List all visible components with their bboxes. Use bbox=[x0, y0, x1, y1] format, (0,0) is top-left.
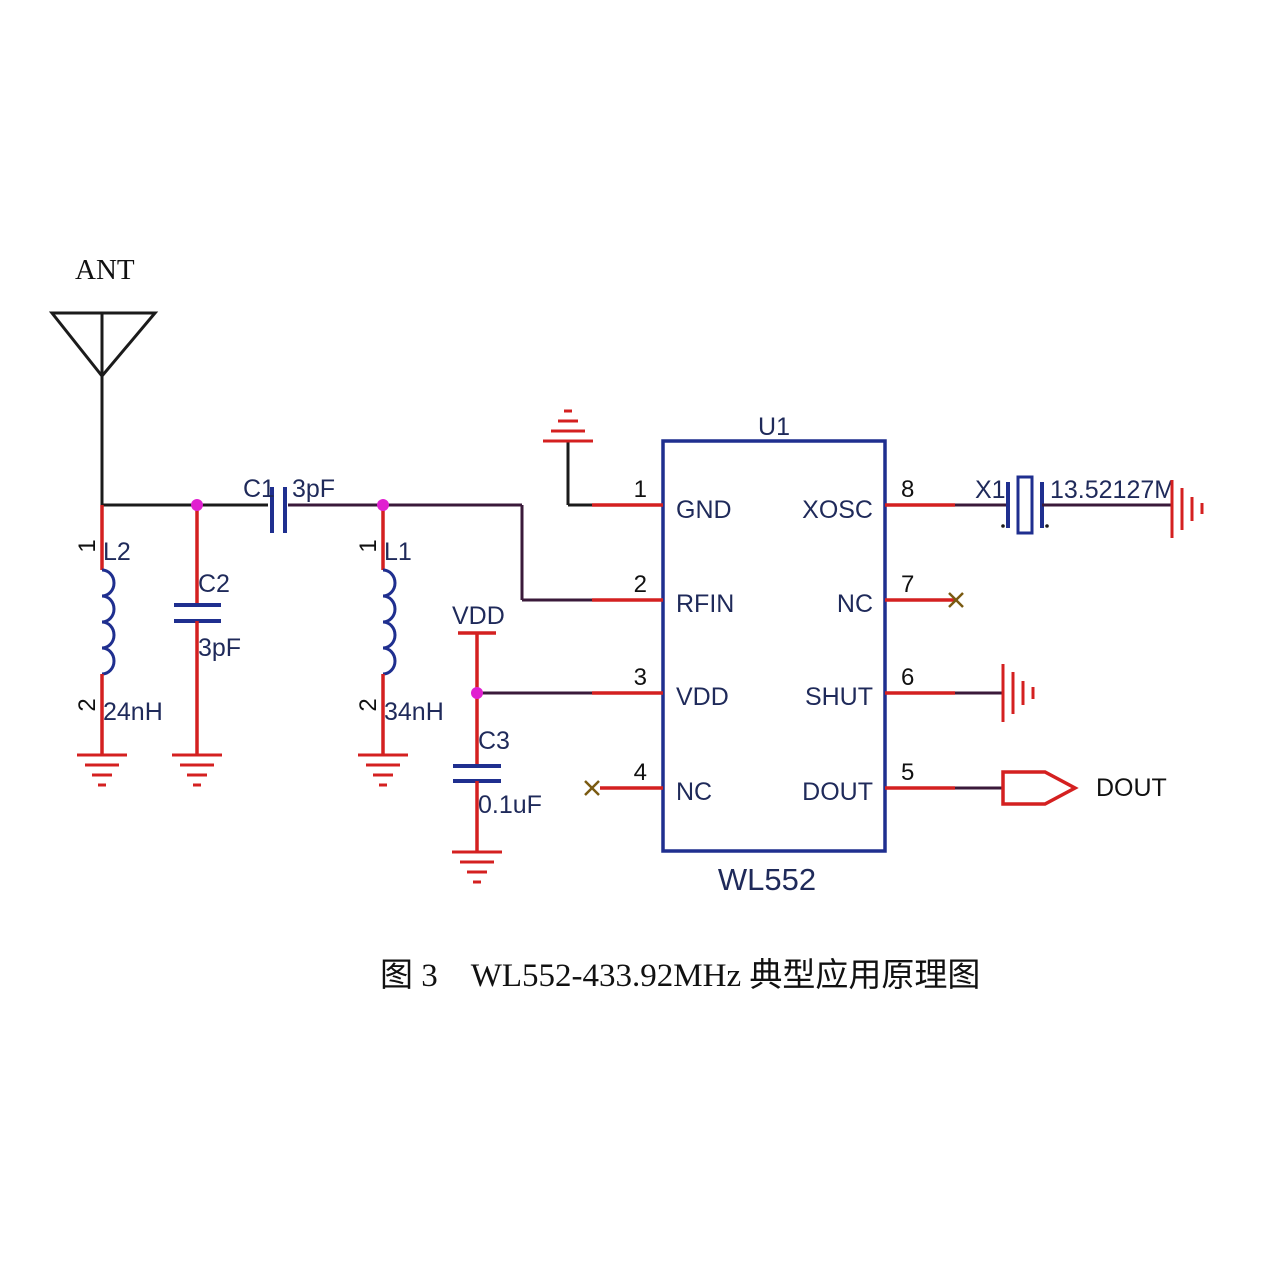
vdd-supply: VDD bbox=[452, 602, 505, 766]
inductor-l1: L1 34nH 1 2 bbox=[355, 505, 444, 755]
crystal-x1: X1 13.52127M bbox=[955, 475, 1175, 535]
pin-number: 3 bbox=[634, 664, 647, 691]
rf-input-wires bbox=[102, 503, 592, 602]
no-connect-marker bbox=[584, 780, 600, 796]
c3-ref: C3 bbox=[478, 727, 510, 755]
c3-value: 0.1uF bbox=[478, 791, 542, 819]
ground-symbol bbox=[172, 753, 222, 787]
capacitor-c3: C3 0.1uF bbox=[453, 727, 542, 852]
vdd-label: VDD bbox=[452, 602, 505, 630]
pin-number: 7 bbox=[901, 571, 914, 598]
ground-symbol bbox=[452, 850, 502, 884]
ic-u1: U1 WL552 1 2 3 4 GND RFIN VDD NC 8 7 6 5… bbox=[592, 413, 955, 897]
pin-name: NC bbox=[837, 590, 873, 618]
ground-symbol bbox=[358, 753, 408, 787]
no-connect-marker bbox=[948, 592, 964, 608]
capacitor-c1: C1 3pF bbox=[243, 475, 335, 533]
chip-ref: U1 bbox=[758, 413, 790, 441]
ground-symbol bbox=[1170, 480, 1204, 538]
junction-dot bbox=[191, 499, 203, 511]
ground-symbol bbox=[77, 753, 127, 787]
c2-value: 3pF bbox=[198, 634, 241, 662]
l1-value: 34nH bbox=[384, 698, 444, 726]
ground-symbol bbox=[955, 664, 1035, 722]
pin-name: NC bbox=[676, 778, 712, 806]
x1-ref: X1 bbox=[975, 476, 1006, 504]
capacitor-c2: C2 3pF bbox=[174, 505, 241, 755]
c2-ref: C2 bbox=[198, 570, 230, 598]
pin-name: SHUT bbox=[805, 683, 873, 711]
pin-number: 4 bbox=[634, 759, 647, 786]
l2-value: 24nH bbox=[103, 698, 163, 726]
pin-number: 8 bbox=[901, 476, 914, 503]
figure-caption: 图 3 WL552-433.92MHz 典型应用原理图 bbox=[380, 957, 980, 994]
pin-number: 5 bbox=[901, 759, 914, 786]
inductor-l2: L2 24nH 1 2 bbox=[74, 505, 163, 755]
ground-symbol-top bbox=[543, 409, 593, 507]
pin-number: 2 bbox=[634, 571, 647, 598]
chip-part: WL552 bbox=[718, 862, 816, 897]
antenna-label: ANT bbox=[75, 254, 135, 286]
c1-ref: C1 bbox=[243, 475, 275, 503]
antenna-symbol: ANT bbox=[48, 254, 159, 505]
pin-name: XOSC bbox=[802, 496, 873, 524]
l1-ref: L1 bbox=[384, 538, 412, 566]
junction-dot bbox=[377, 499, 389, 511]
l2-ref: L2 bbox=[103, 538, 131, 566]
l2-pin2: 2 bbox=[74, 698, 101, 711]
pin-name: DOUT bbox=[802, 778, 873, 806]
l1-pin1: 1 bbox=[355, 539, 382, 552]
junction-dot bbox=[471, 687, 483, 699]
pin-name: VDD bbox=[676, 683, 729, 711]
x1-value: 13.52127M bbox=[1050, 476, 1175, 504]
pin-number: 6 bbox=[901, 664, 914, 691]
l1-pin2: 2 bbox=[355, 698, 382, 711]
dout-port: DOUT bbox=[955, 770, 1167, 806]
c1-value: 3pF bbox=[292, 475, 335, 503]
pin-name: RFIN bbox=[676, 590, 734, 618]
l2-pin1: 1 bbox=[74, 539, 101, 552]
dout-label: DOUT bbox=[1096, 774, 1167, 802]
pin-number: 1 bbox=[634, 476, 647, 503]
pin-name: GND bbox=[676, 496, 732, 524]
